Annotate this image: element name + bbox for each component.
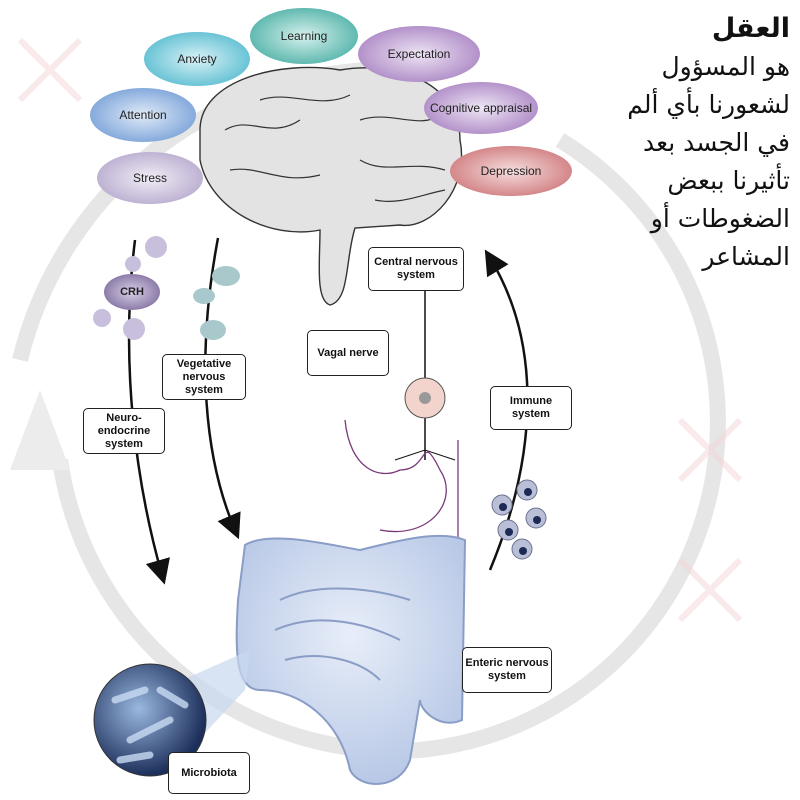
intestine-illustration — [235, 534, 467, 785]
cycle-arrowhead-icon — [10, 390, 70, 470]
neuroendocrine-label: Neuro-endocrine system — [83, 408, 165, 454]
caption-line: لشعورنا بأي ألم — [627, 90, 790, 119]
factor-learning: Learning — [250, 8, 358, 64]
caption-line: تأثيرنا ببعض — [667, 166, 790, 195]
caption-title: العقل — [711, 13, 790, 44]
caption-line: في الجسد بعد — [643, 128, 790, 157]
factor-depression: Depression — [450, 146, 572, 196]
hormone-particle — [145, 236, 167, 258]
immune-label: Immune system — [490, 386, 572, 430]
brain-illustration — [199, 66, 463, 306]
caption-line: المشاعر — [702, 242, 790, 271]
factor-expectation: Expectation — [358, 26, 480, 82]
factor-attention: Attention — [90, 88, 196, 142]
enteric-label: Enteric nervous system — [462, 647, 552, 693]
crh-label: CRH — [104, 274, 160, 310]
central-label: Central nervous system — [368, 247, 464, 291]
microbiota-magnifier — [93, 663, 207, 777]
factor-cognitive-appraisal: Cognitive appraisal — [424, 82, 538, 134]
factor-anxiety: Anxiety — [144, 32, 250, 86]
microbiota-label: Microbiota — [168, 752, 250, 794]
vegetative-label: Vegetative nervous system — [162, 354, 246, 400]
vagal-label: Vagal nerve — [307, 330, 389, 376]
arabic-caption: العقل هو المسؤول لشعورنا بأي ألم في الجس… — [590, 10, 790, 276]
caption-line: الضغوطات أو — [650, 204, 790, 233]
factor-stress: Stress — [97, 152, 203, 204]
caption-line: هو المسؤول — [661, 52, 790, 81]
